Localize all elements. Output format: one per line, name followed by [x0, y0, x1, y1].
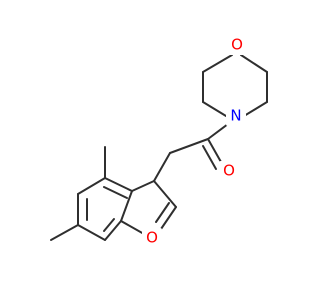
morpholine-oxygen-label: O [231, 36, 243, 54]
bond-furan-2 [160, 206, 177, 230]
bond-benz-1b [103, 186, 128, 199]
bond-morph-2 [202, 54, 233, 73]
amide-linker [153, 123, 229, 182]
atom-labels: O N O O [142, 35, 247, 248]
bond-carbonyl-o-1 [207, 138, 222, 163]
benzofuran-core [77, 177, 177, 241]
bond-carbonyl-o-2 [202, 145, 217, 170]
bond-benz-5 [104, 220, 122, 241]
morpholine-nitrogen-label: N [230, 107, 241, 125]
bond-benz-2 [77, 177, 106, 195]
bond-furan-1 [153, 180, 177, 208]
carbonyl-oxygen-background [219, 161, 239, 181]
bond-carbonyl-ch2 [169, 138, 209, 154]
morpholine-nitrogen-background [226, 106, 246, 126]
morpholine-oxygen-background [227, 35, 247, 55]
morpholine-ring [202, 54, 268, 117]
bond-morph-5 [243, 101, 268, 117]
bond-benz-1 [104, 177, 133, 192]
molecule-canvas: O N O O [50, 35, 268, 248]
bond-methyl-bottom [50, 224, 79, 241]
bond-ch2-ring [153, 152, 171, 182]
furan-oxygen-label: O [146, 229, 158, 247]
furan-oxygen-background [142, 228, 162, 248]
bond-morph-6 [202, 101, 227, 117]
carbonyl-oxygen-label: O [223, 162, 235, 180]
methyl-groups [50, 146, 106, 241]
bond-benz-4 [77, 224, 106, 241]
bond-furan-3 [120, 220, 145, 235]
bond-morph-3 [240, 54, 268, 73]
bond-furan-4 [120, 190, 133, 222]
molecule-structure: O N O O [50, 35, 268, 248]
bond-furan-2b [155, 202, 170, 223]
bond-benz-5b [103, 218, 115, 232]
bond-furan-5 [131, 180, 155, 192]
bond-n-carbonyl [207, 123, 229, 140]
